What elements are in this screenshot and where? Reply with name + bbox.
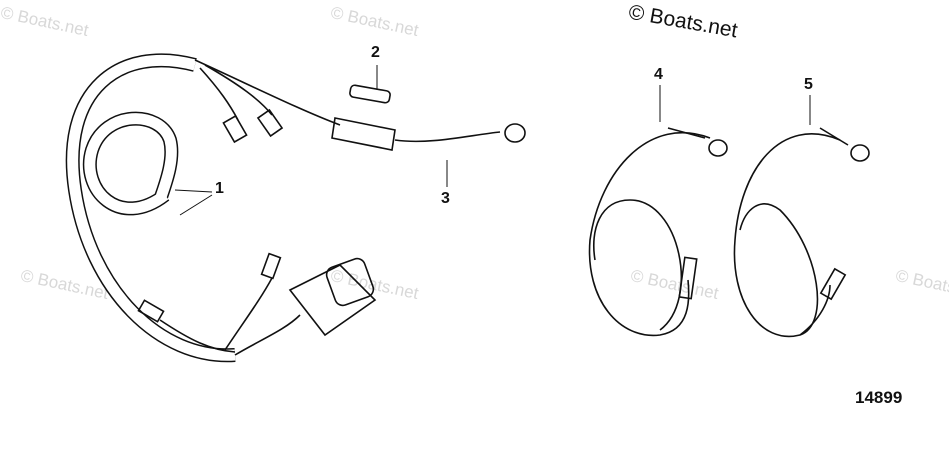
figure-number: 14899 <box>855 388 903 407</box>
callout-5: 5 <box>804 76 813 93</box>
callout-3: 3 <box>441 190 450 207</box>
callout-1: 1 <box>215 180 224 197</box>
ground-wire-part-5 <box>733 127 870 338</box>
callout-4: 4 <box>654 66 663 83</box>
callout-2: 2 <box>371 44 380 61</box>
harness-part-1 <box>65 53 526 363</box>
ground-wire-part-4 <box>588 127 728 337</box>
